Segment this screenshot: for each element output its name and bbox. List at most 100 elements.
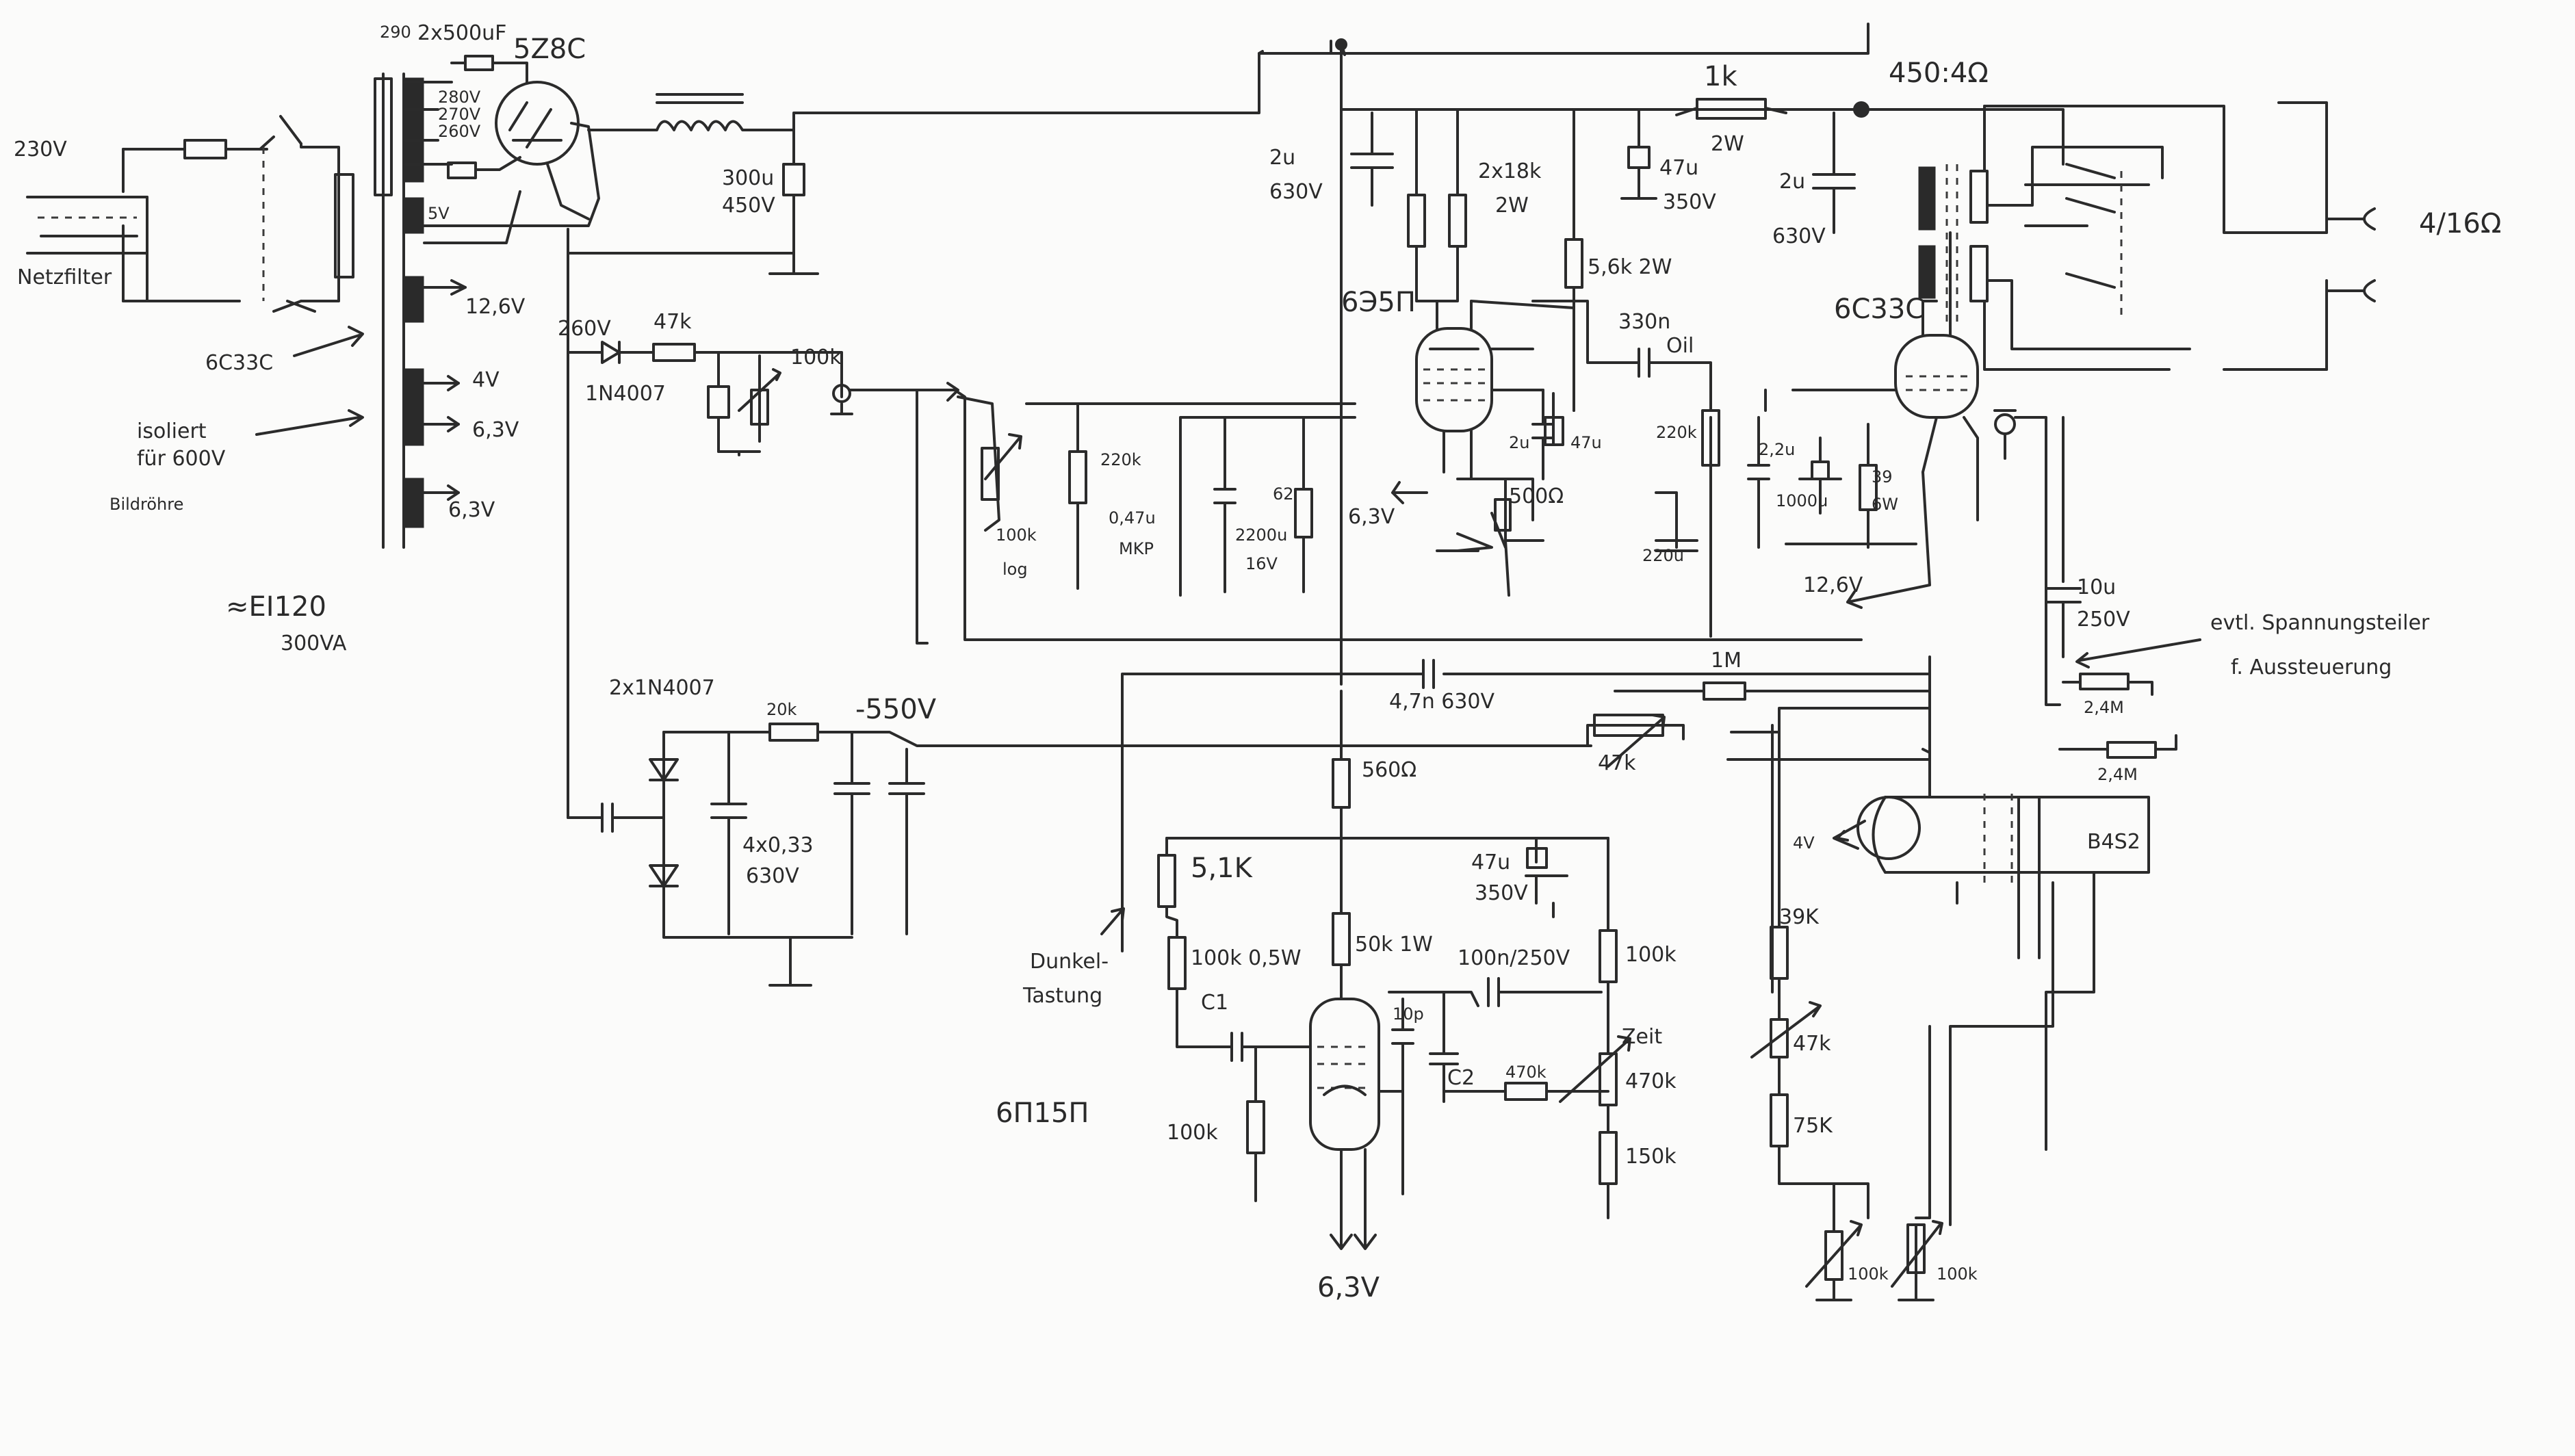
output-heater-label: 12,6V <box>1803 573 1863 597</box>
r-75k-label: 75K <box>1793 1114 1833 1138</box>
r-5k6-label: 5,6k 2W <box>1588 255 1672 279</box>
driver-tube-label: 6Э5П <box>1341 287 1416 318</box>
pot-x-label: 100k <box>1848 1264 1889 1284</box>
c-4x033-voltage: 630V <box>746 864 799 888</box>
pot-y-label: 100k <box>1937 1264 1978 1284</box>
winding-6c33c-ref-label: 6C33C <box>205 351 273 375</box>
output-tube-label: 6C33C <box>1834 294 1924 325</box>
rectifier-tube-5z8c <box>495 81 580 166</box>
winding-5v-label: 5V <box>428 204 450 223</box>
r-1m-label: 1M <box>1711 649 1742 673</box>
tap-260-label: 260V <box>438 122 481 141</box>
c-2u-voltage: 630V <box>1269 180 1323 204</box>
c-47u-b-label: 47u <box>1471 850 1510 874</box>
bias-supply: 260V 1N4007 47k 100k <box>558 228 929 819</box>
driver-tube-6e5p <box>1415 327 1493 432</box>
rect-cap-label: 2x500uF <box>417 21 506 45</box>
r-470k-label: 470k <box>1505 1063 1547 1082</box>
driver-stage: 6Э5П 2u 47u 500Ω 6,3V 330n Oil 220k 220u <box>1341 287 1720 638</box>
transformer-type-label: ≈EI120 <box>226 591 326 623</box>
b-plus-rail: 2u 630V 2x18k 2W 5,6k 2W 47u 350V 1k 2W … <box>1258 38 2065 686</box>
r-2x18k-power: 2W <box>1495 194 1529 218</box>
r-560-label: 560Ω <box>1362 758 1416 782</box>
pot-47k-b-label: 47k <box>1793 1032 1831 1056</box>
input-pot-label: 100k <box>996 525 1037 545</box>
tap-290-label: 290 <box>380 23 411 42</box>
r-2x18k-label: 2x18k <box>1478 159 1542 183</box>
r-150k-label: 150k <box>1625 1145 1677 1169</box>
mains-filter-choke <box>334 173 354 278</box>
filter-cap-value: 300u <box>722 166 774 190</box>
c-047u-type: MKP <box>1119 539 1154 558</box>
ot-spec-label: 450:4Ω <box>1889 57 1989 89</box>
r-100k-g-label: 100k <box>1167 1121 1218 1145</box>
r-100k-05w-label: 100k 0,5W <box>1191 946 1302 970</box>
mains-voltage-label: 230V <box>14 138 67 161</box>
r-1k-label: 1k <box>1704 61 1737 92</box>
winding-4v-label: 4V <box>472 368 500 392</box>
c-2200u-voltage: 16V <box>1245 554 1278 573</box>
cathode-cap-47u: 47u <box>1570 433 1602 452</box>
timebase-heater-label: 6,3V <box>1317 1272 1380 1303</box>
bias-diode-label: 1N4007 <box>585 382 666 406</box>
output-stage: 6C33C 2,2u 1000u 39 6W 12,6V <box>1747 231 2061 706</box>
c-47n-label: 4,7n 630V <box>1389 690 1495 714</box>
input-r220k-label: 220k <box>1100 450 1141 469</box>
filter-cap-voltage: 450V <box>722 194 775 218</box>
c-10u-label: 10u <box>2077 575 2116 599</box>
bias-r47k-label: 47k <box>654 310 692 334</box>
c-047u-label: 0,47u <box>1109 508 1156 528</box>
tap-280-label: 280V <box>438 88 481 107</box>
bias-260v-label: 260V <box>558 317 611 341</box>
pot-470k-label: 470k <box>1625 1069 1677 1093</box>
rectifier-section: 2x500uF 5Z8C 300u 450V <box>417 21 1869 275</box>
r-1k-power: 2W <box>1711 132 1744 156</box>
r-39-label: 39 <box>1872 467 1893 486</box>
zeit-label: Zeit <box>1622 1025 1662 1049</box>
c-2u-b-label: 2u <box>1779 170 1805 194</box>
mains-filter-label: Netzfilter <box>17 265 112 289</box>
winding-6v3-a-label: 6,3V <box>472 418 519 442</box>
fuse <box>183 139 227 159</box>
coupling-cap-type: Oil <box>1666 334 1694 358</box>
cathode-r500-label: 500Ω <box>1509 484 1564 508</box>
neg-550v-label: -550V <box>855 694 937 725</box>
c-10u-voltage: 250V <box>2077 608 2130 632</box>
winding-12v6-label: 12,6V <box>465 295 526 319</box>
c220u-label: 220u <box>1642 546 1684 565</box>
pot-47k-label: 47k <box>1598 751 1636 775</box>
c2-label: C2 <box>1447 1066 1475 1090</box>
r-50k-1w-label: 50k 1W <box>1355 933 1433 957</box>
c-1000u-label: 1000u <box>1776 491 1828 510</box>
diodes-2x-label: 2x1N4007 <box>609 676 715 700</box>
c-2200u-label: 2200u <box>1235 525 1287 545</box>
input-pot-taper: log <box>1002 560 1028 579</box>
grid-r220k-label: 220k <box>1656 423 1697 442</box>
crt-heater-label: 4V <box>1793 833 1815 853</box>
dunkel-label-1: Dunkel- <box>1030 950 1109 974</box>
r-100k-a-label: 100k <box>1625 943 1677 967</box>
divider-note-2: f. Aussteuerung <box>2231 655 2392 679</box>
r-62-label: 62 <box>1273 484 1294 504</box>
driver-heater-label: 6,3V <box>1348 505 1395 529</box>
c-47u-voltage: 350V <box>1663 190 1716 214</box>
c-2u-label: 2u <box>1269 146 1295 170</box>
input-network: 100k log 220k 0,47u MKP 2200u 16V 62 <box>916 382 1863 641</box>
filter-cap <box>782 163 805 196</box>
c-10p-label: 10p <box>1393 1004 1424 1024</box>
r-24m-a-label: 2,4M <box>2084 698 2124 717</box>
mains-input-section: 230V Netzfilter <box>14 115 354 313</box>
dunkel-label-2: Tastung <box>1022 984 1102 1008</box>
winding-6v3-b-label: 6,3V <box>448 498 495 522</box>
r-39k-label: 39K <box>1779 905 1820 929</box>
r-39-power: 6W <box>1872 495 1898 514</box>
c1-label: C1 <box>1201 991 1228 1015</box>
tap-270-label: 270V <box>438 105 481 124</box>
speaker-output-label: 4/16Ω <box>2419 208 2501 239</box>
crt-type-label: B4S2 <box>2087 830 2140 854</box>
c-22u-label: 2,2u <box>1759 440 1795 459</box>
cathode-cap-2u: 2u <box>1509 433 1529 452</box>
coupling-cap-label: 330n <box>1618 310 1670 334</box>
